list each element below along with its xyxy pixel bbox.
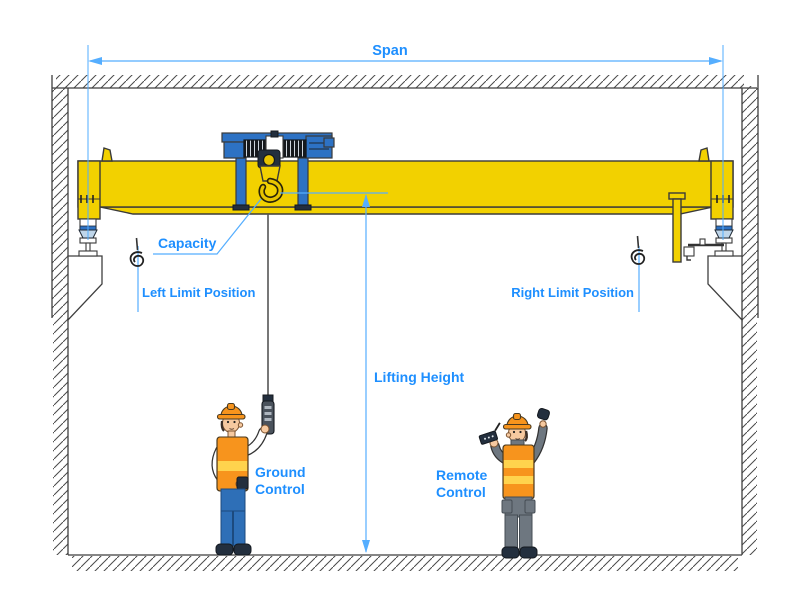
left-wall	[51, 75, 103, 555]
building-structure	[51, 75, 759, 571]
left-limit-callout: Left Limit Position	[129, 237, 255, 312]
lifting-height-label: Lifting Height	[374, 369, 465, 385]
left-shoe	[215, 543, 234, 556]
left-end-truck	[77, 160, 101, 239]
hoist-trolley	[221, 130, 335, 211]
capacity-callout: Capacity	[153, 198, 262, 255]
pendant-control	[261, 214, 275, 435]
ground-control-label: Ground Control	[255, 464, 306, 497]
right-limit-marker	[636, 235, 640, 249]
right-shoe	[233, 543, 252, 556]
right-rail-corbel	[707, 255, 743, 322]
left-limit-marker	[135, 237, 139, 251]
lifting-arrow-down	[362, 540, 370, 553]
span-label: Span	[372, 43, 407, 59]
right-rail-sweep	[698, 147, 710, 162]
left-limit-label: Left Limit Position	[142, 285, 255, 300]
hook-block	[257, 149, 284, 203]
svg-text:Ground: Ground	[255, 464, 306, 480]
left-boot	[501, 546, 520, 559]
remote-control-label: Remote Control	[436, 467, 488, 500]
right-limit-label: Right Limit Position	[511, 285, 634, 300]
span-arrow-right	[709, 57, 723, 65]
trolley-right-leg	[297, 157, 309, 206]
svg-text:Remote: Remote	[436, 467, 488, 483]
capacity-label: Capacity	[158, 235, 217, 251]
svg-text:Control: Control	[436, 484, 486, 500]
span-dimension: Span	[87, 43, 724, 240]
right-boot	[519, 546, 538, 559]
lifting-arrow-up	[362, 194, 370, 207]
cargo-pants	[501, 496, 536, 550]
lifting-height-dimension: Lifting Height	[280, 192, 465, 553]
waving-hand	[536, 407, 550, 421]
worker-ground-control	[211, 402, 270, 556]
trolley-left-leg	[235, 157, 247, 206]
right-limit-striker	[668, 192, 724, 263]
left-rail-corbel	[67, 255, 103, 322]
girder-bottom-plate	[99, 206, 714, 215]
hard-hat-icon	[216, 402, 246, 420]
right-end-truck	[710, 160, 734, 239]
hard-hat-icon	[502, 412, 532, 430]
hand-on-pendant	[260, 424, 270, 434]
pants	[220, 488, 246, 547]
right-limit-callout: Right Limit Position	[511, 235, 646, 312]
span-arrow-left	[88, 57, 102, 65]
crane-bridge	[77, 147, 734, 263]
safety-vest	[502, 444, 535, 500]
left-rail-sweep	[101, 147, 113, 162]
right-runway-rail	[714, 237, 734, 257]
remote-transmitter-icon	[478, 422, 501, 445]
right-wheel	[714, 229, 734, 239]
svg-text:Control: Control	[255, 481, 305, 497]
floor	[68, 554, 742, 571]
right-wall	[707, 75, 759, 555]
main-girder	[77, 160, 734, 208]
ceiling	[52, 75, 757, 89]
worker-remote-control	[478, 407, 550, 559]
left-runway-rail	[78, 237, 98, 257]
limit-switch-right-icon	[630, 249, 646, 265]
limit-switch-left-icon	[129, 251, 145, 267]
